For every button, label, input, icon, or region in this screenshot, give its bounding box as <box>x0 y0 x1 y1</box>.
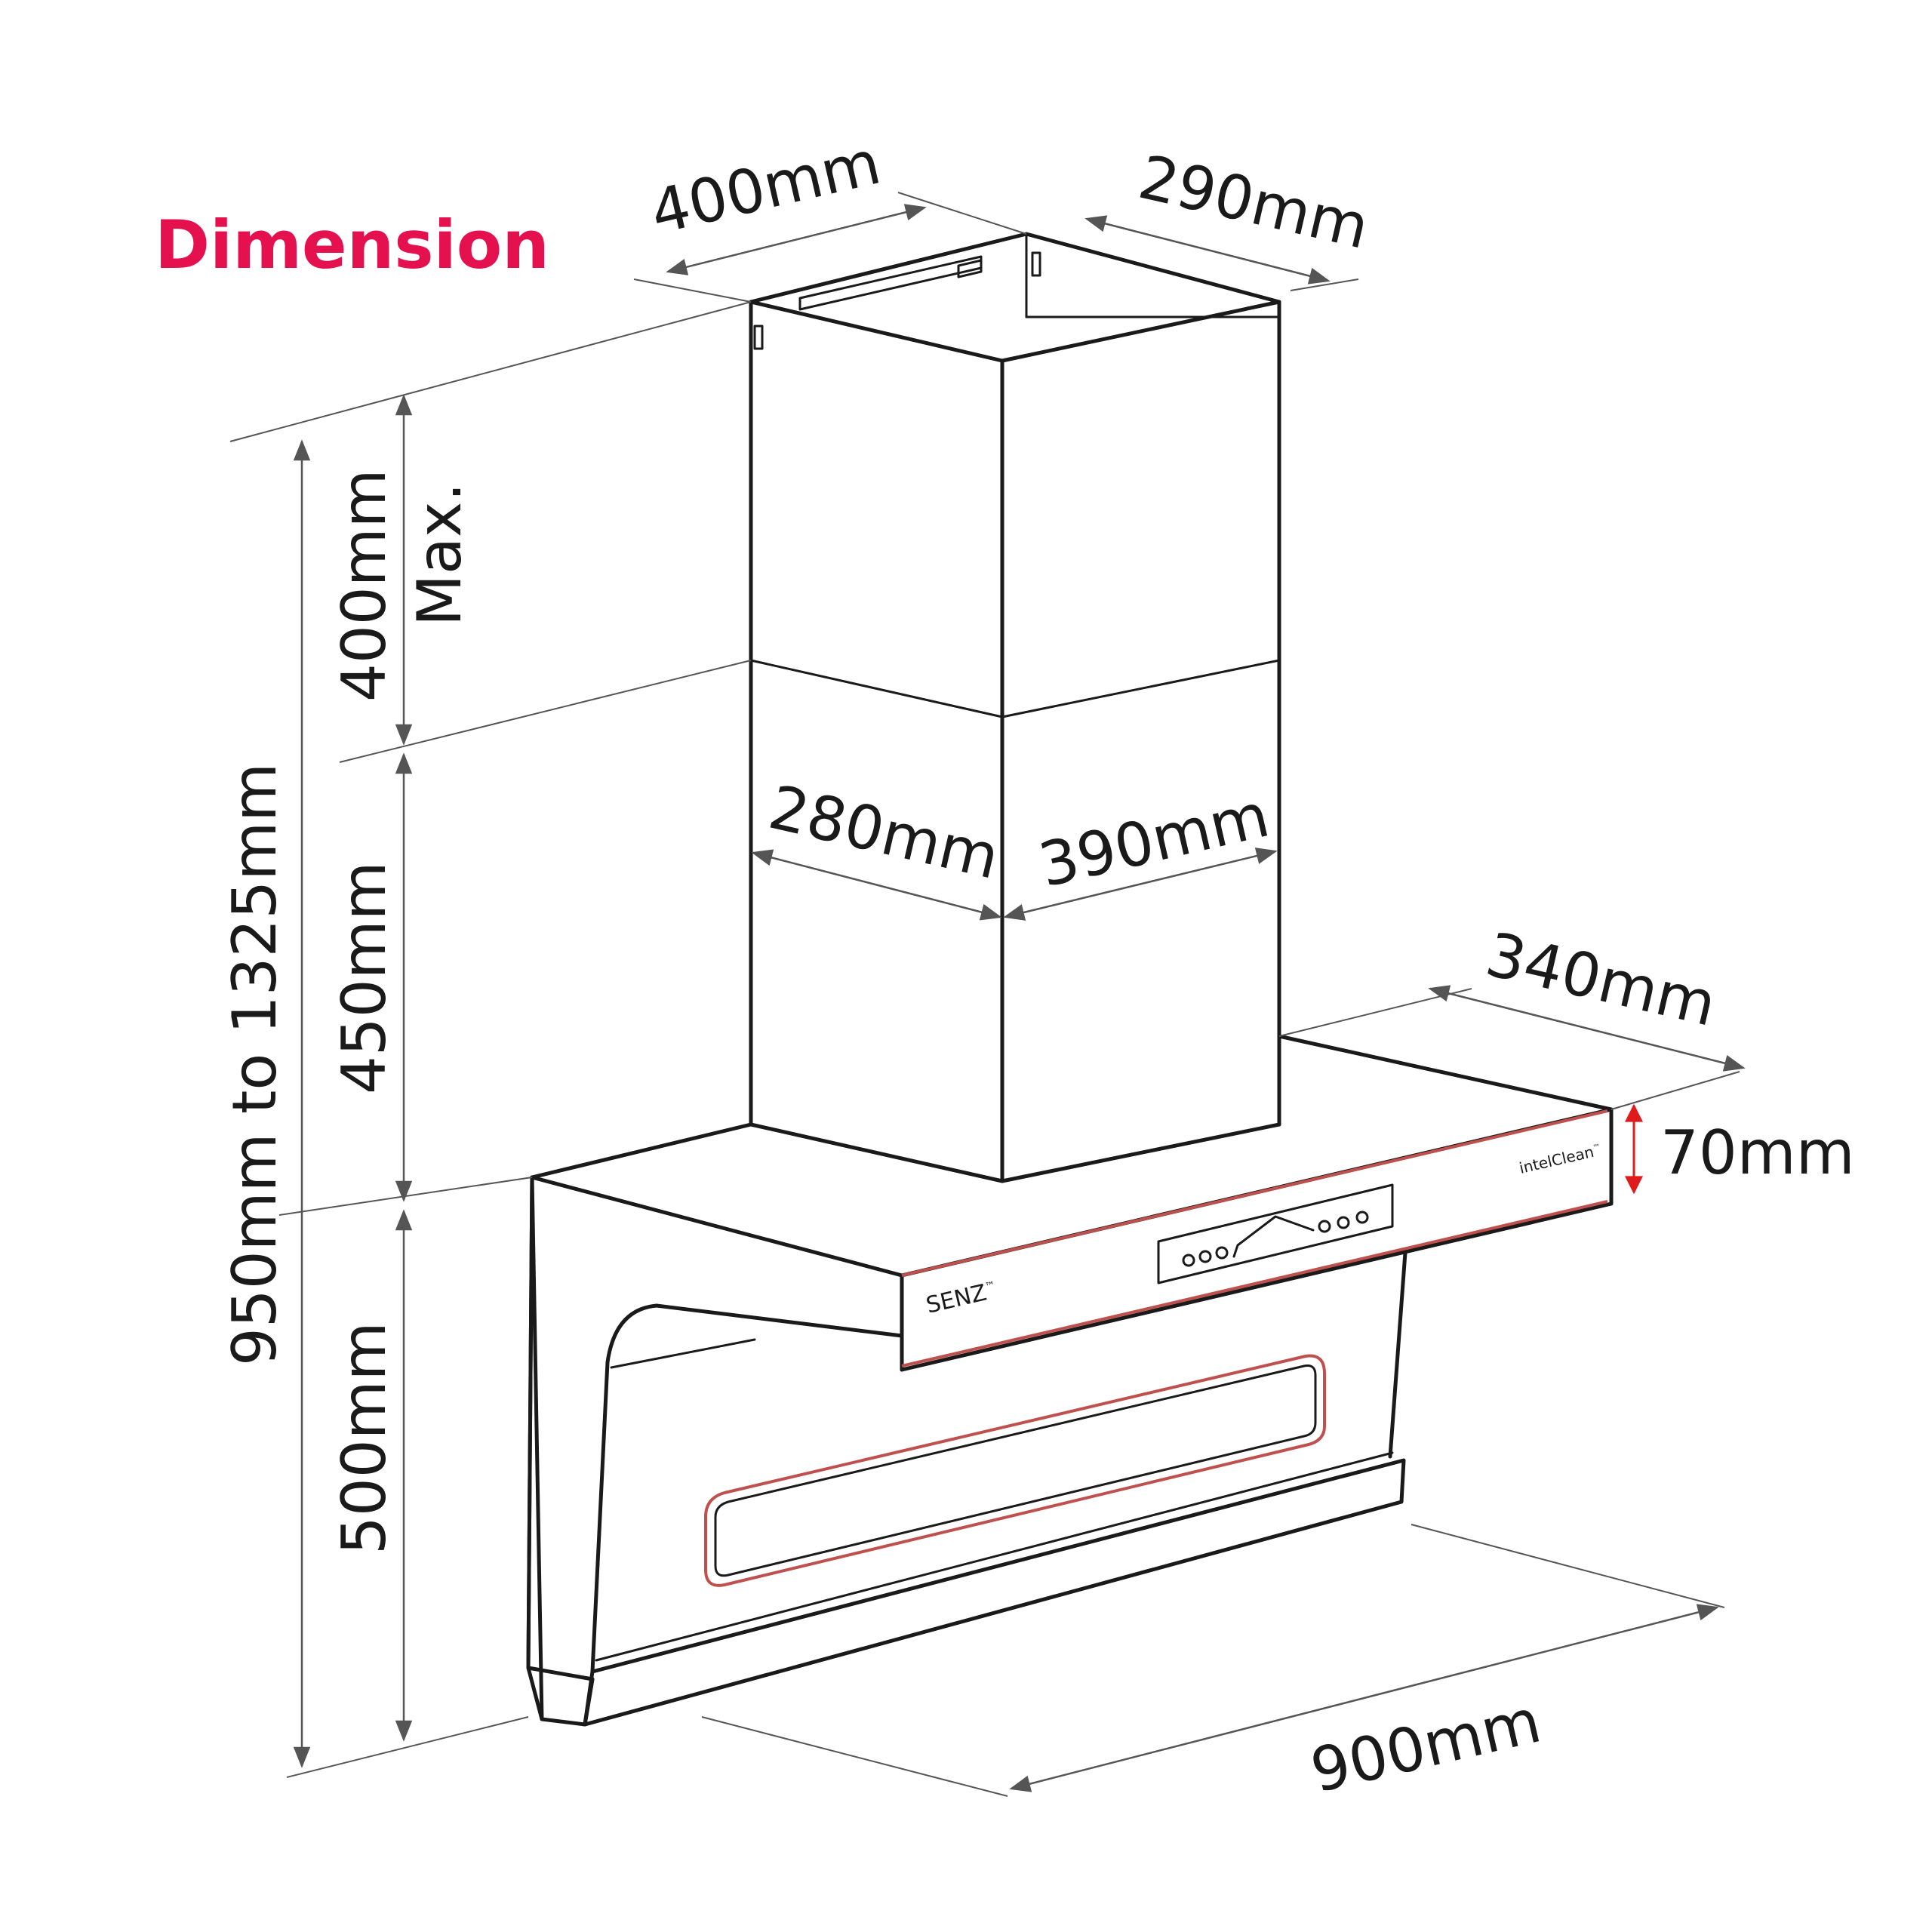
boost-icon[interactable] <box>1215 1246 1229 1260</box>
dimension-lines <box>229 192 1746 1797</box>
light-icon[interactable] <box>1318 1220 1331 1233</box>
power-icon[interactable] <box>1355 1211 1369 1224</box>
label-chimney-top-width: 400mm <box>644 127 887 248</box>
hood-shape-icon <box>1232 1215 1315 1258</box>
minus-icon[interactable] <box>1182 1254 1195 1267</box>
speed-icon[interactable] <box>1198 1250 1212 1263</box>
label-lower-chimney-height: 450mm <box>329 861 399 1094</box>
page-title: Dimension <box>155 206 549 284</box>
label-upper-chimney-max: Max. <box>405 482 475 626</box>
chimney <box>749 232 1281 1183</box>
label-total-height: 950mm to 1325mm <box>220 763 290 1366</box>
label-glass-thickness: 70mm <box>1660 1118 1855 1188</box>
lower-window <box>704 1354 1326 1587</box>
control-panel <box>1157 1183 1394 1284</box>
timer-icon[interactable] <box>1337 1216 1350 1229</box>
hood-body <box>526 1034 1614 1727</box>
label-hood-height: 500mm <box>329 1321 399 1555</box>
label-chimney-mid-width: 390mm <box>1032 780 1275 900</box>
label-chimney-mid-depth: 280mm <box>763 772 1006 893</box>
glass-trim-bottom <box>901 1200 1608 1367</box>
label-upper-chimney-height: 400mm <box>329 469 399 702</box>
label-hood-depth: 340mm <box>1480 919 1723 1040</box>
feature-label: intelClean™ <box>1518 1141 1603 1177</box>
label-chimney-top-depth: 290mm <box>1133 142 1376 263</box>
glass-trim-top <box>901 1109 1608 1277</box>
brand-logo: SENZ™ <box>924 1277 999 1318</box>
